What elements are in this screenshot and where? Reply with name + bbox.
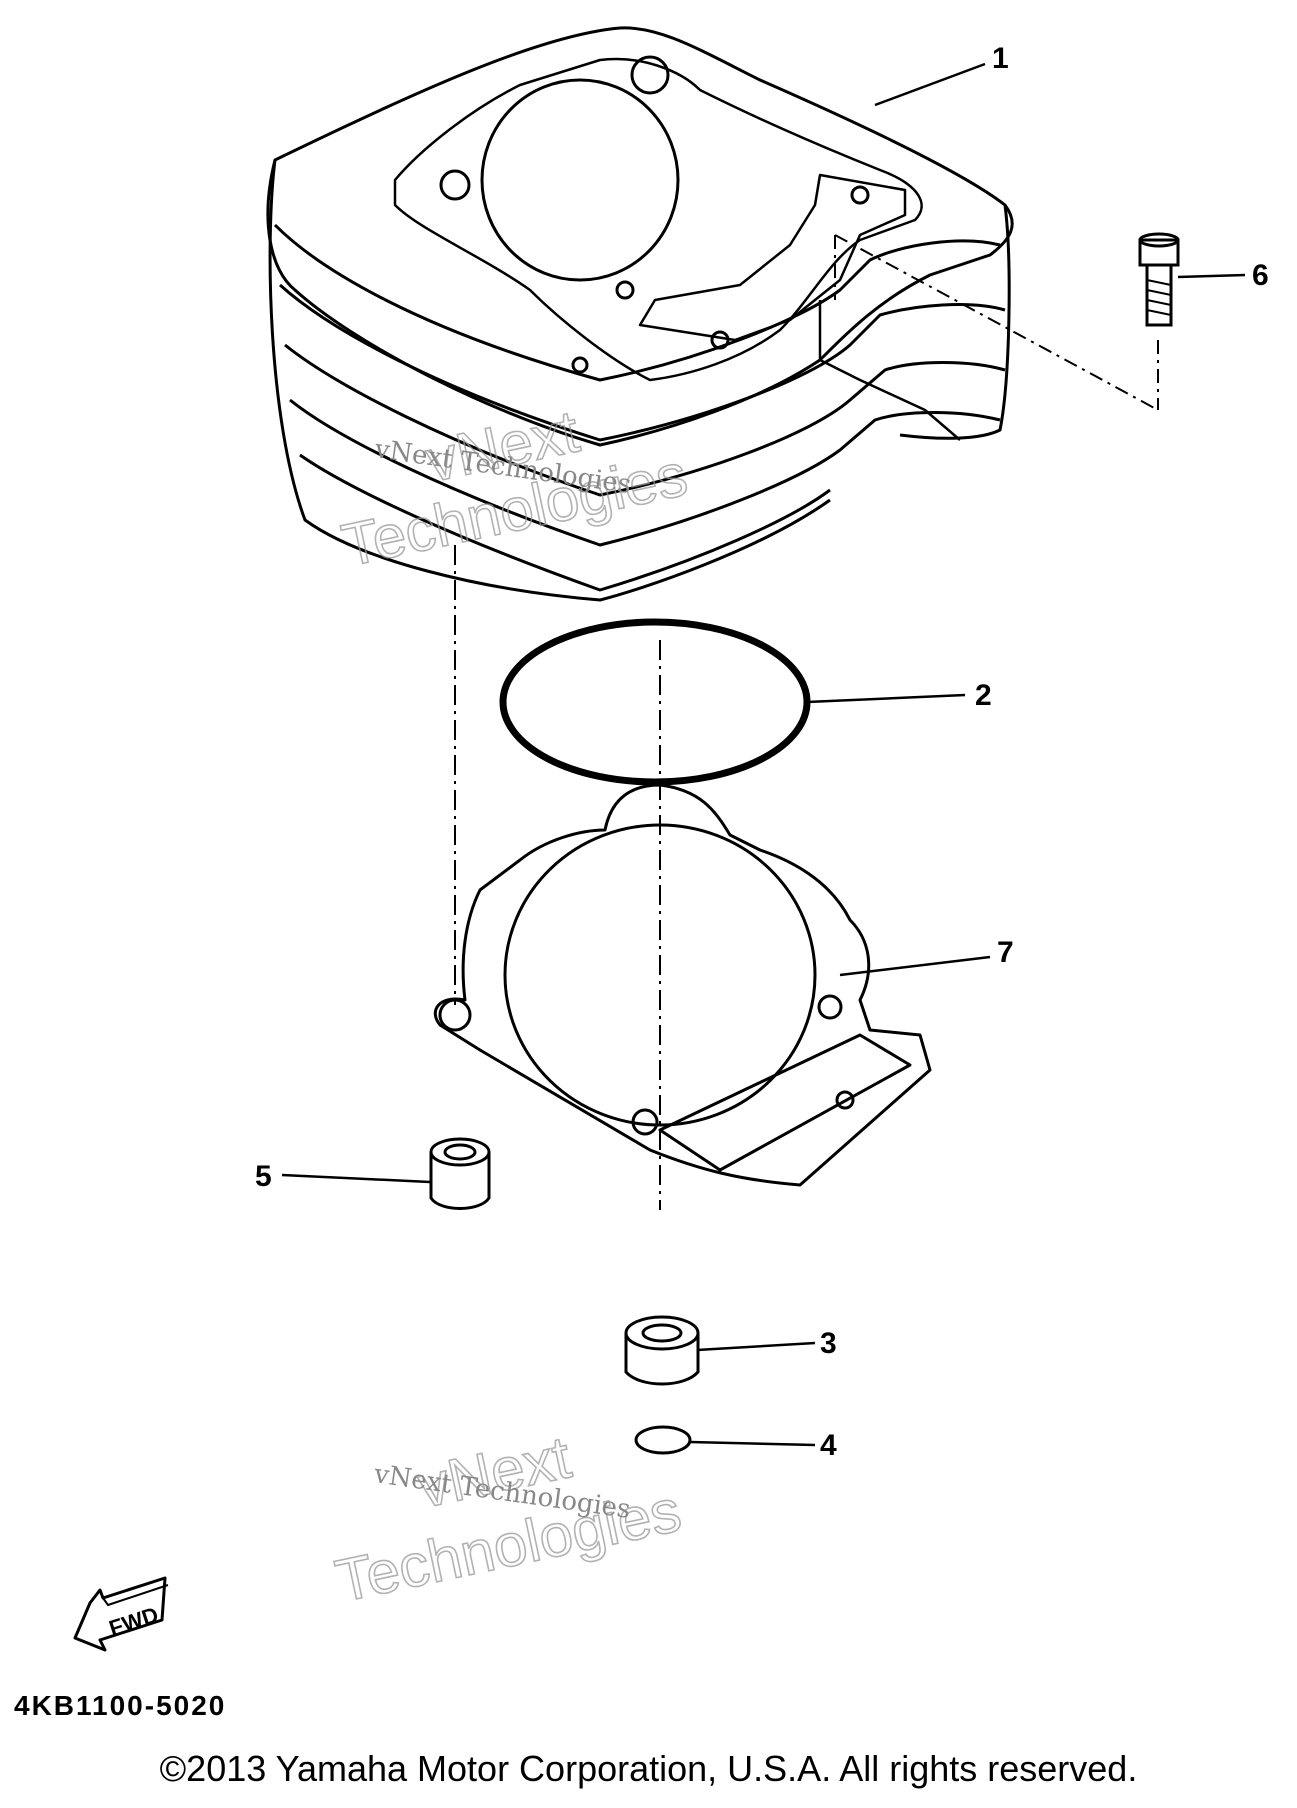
part-small-o-ring[interactable]: [634, 1425, 692, 1455]
cylinder-top-gasket-surface: [393, 57, 923, 382]
cylinder-stud-hole-6: [571, 356, 589, 374]
cylinder-fin-2: [278, 283, 1006, 442]
dowel-3-inner: [641, 1323, 683, 1343]
cylinder-fin-5: [299, 453, 831, 592]
dowel-5-body: [429, 1152, 491, 1210]
callout-3: 3: [820, 1327, 837, 1360]
callout-4: 4: [820, 1429, 837, 1462]
bolt-head: [1138, 238, 1180, 267]
dowel-3-body: [624, 1333, 700, 1386]
alignment-lines: [454, 545, 661, 1210]
o-ring-outer: [499, 618, 811, 786]
part-dowel-5[interactable]: [429, 1137, 491, 1210]
cylinder-stud-hole-2: [439, 169, 471, 201]
gasket-dowel-hole-right: [817, 994, 843, 1020]
part-bolt[interactable]: [1138, 232, 1180, 327]
cylinder-bore: [480, 78, 680, 282]
cylinder-left-wall: [268, 159, 831, 602]
fwd-label: FWD: [106, 1602, 161, 1641]
fwd-arrow-icon: FWD: [73, 1576, 169, 1652]
cylinder-cam-chain-tunnel: [638, 173, 907, 342]
cylinder-top-deck: [266, 26, 1014, 447]
part-base-gasket[interactable]: [433, 783, 932, 1187]
copyright-notice: ©2013 Yamaha Motor Corporation, U.S.A. A…: [159, 1748, 1138, 1789]
small-o-ring: [634, 1425, 692, 1455]
watermark-bottom: vNext Technologies: [329, 1422, 687, 1615]
part-cylinder[interactable]: [266, 26, 1014, 602]
callout-7: 7: [997, 936, 1014, 969]
bolt-head-top: [1138, 232, 1180, 248]
part-code: 4KB1100-5020: [14, 1690, 227, 1721]
gasket-bore: [503, 823, 817, 1127]
dowel-3-top: [624, 1315, 700, 1351]
gasket-hole-far-right: [835, 1090, 855, 1110]
part-dowel-3[interactable]: [624, 1315, 700, 1386]
cylinder-tunnel-face: [818, 300, 961, 441]
cylinder-stud-hole-3: [615, 280, 635, 300]
callout-1: 1: [992, 42, 1009, 75]
gasket-outline: [433, 783, 932, 1187]
gasket-dowel-hole-bottom: [631, 1108, 659, 1136]
cylinder-fin-4: [289, 398, 1001, 547]
cylinder-fin-1: [273, 223, 1001, 382]
cylinder-fin-3: [284, 343, 1006, 497]
gasket-chain-opening: [658, 1033, 912, 1172]
cylinder-stud-hole-1: [630, 55, 670, 95]
leader-lines: [281, 62, 1246, 1447]
callout-2: 2: [975, 679, 992, 712]
cylinder-stud-hole-5: [850, 185, 870, 205]
gasket-dowel-hole-left: [438, 998, 472, 1032]
bolt-thread: [1146, 279, 1172, 316]
part-o-ring[interactable]: [499, 618, 811, 786]
bolt-alignment-line: [834, 234, 1159, 411]
dowel-5-inner: [443, 1143, 477, 1161]
dowel-5-top: [429, 1137, 491, 1167]
callout-5: 5: [255, 1160, 272, 1193]
cylinder-right-wall: [899, 204, 1011, 440]
callout-6: 6: [1252, 259, 1269, 292]
